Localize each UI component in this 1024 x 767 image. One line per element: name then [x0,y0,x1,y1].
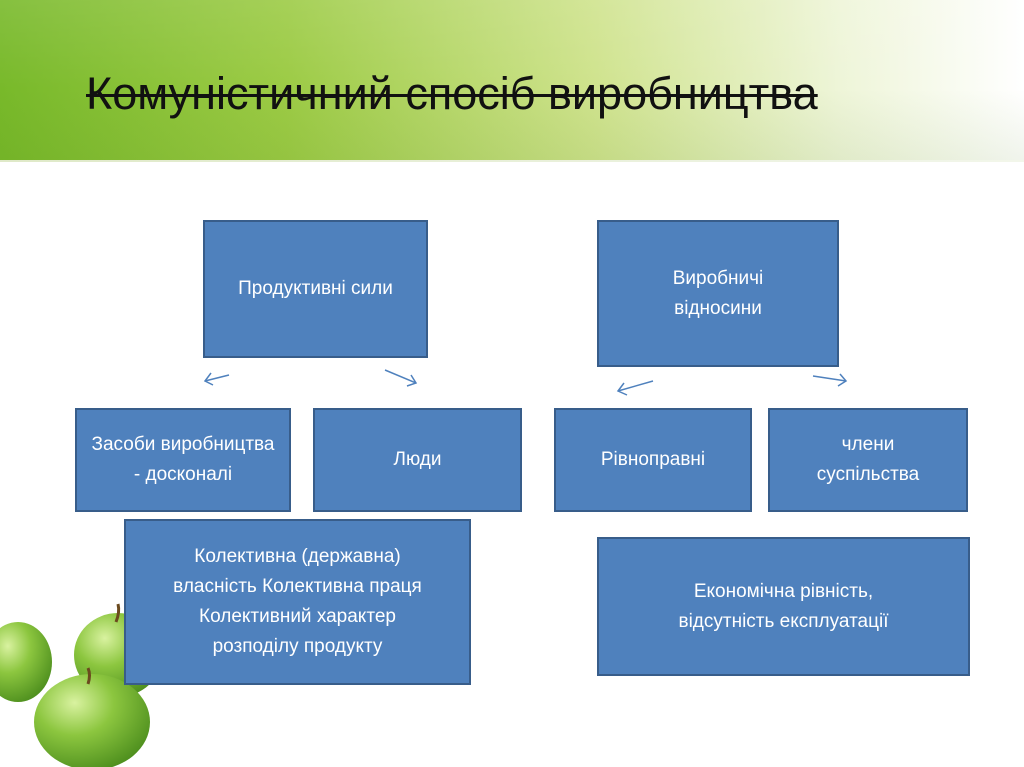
apple-front-icon [34,674,150,767]
header-shade [0,0,1024,162]
society-members-label: члени суспільства [816,434,920,485]
collective-ownership-box: Колективна (державна) власність Колектив… [124,519,471,685]
production-relations-box: Виробничі відносини [597,220,839,367]
means-of-production-box: Засоби виробництва - досконалі [75,408,291,512]
arrow-to-people [384,369,417,384]
economic-equality-label: Економічна рівність, відсутність експлуа… [678,580,889,632]
arrow-to-means [204,374,230,382]
header-banner [0,0,1024,162]
arrowhead-icon [837,373,848,387]
equal-label: Рівноправні [600,449,706,470]
apple-stem-icon [114,603,121,623]
productive-forces-label: Продуктивні сили [238,278,393,299]
arrow-to-members [812,375,847,382]
apple-left-icon [0,622,52,702]
economic-equality-box: Економічна рівність, відсутність експлуа… [597,537,970,676]
apple-stem-icon [86,667,91,685]
means-of-production-label: Засоби виробництва - досконалі [91,434,275,485]
equal-box: Рівноправні [554,408,752,512]
production-relations-label: Виробничі відносини [672,267,764,319]
collective-ownership-label: Колективна (державна) власність Колектив… [173,546,422,657]
people-box: Люди [313,408,522,512]
arrowhead-icon [203,372,214,386]
people-label: Люди [393,449,442,470]
arrowhead-icon [616,382,628,396]
slide-title: Комуністичний спосіб виробництва [86,68,818,119]
header-divider [0,160,1024,162]
productive-forces-box: Продуктивні сили [203,220,428,358]
arrowhead-icon [406,374,418,387]
society-members-box: члени суспільства [768,408,968,512]
arrow-to-equal [617,380,654,392]
